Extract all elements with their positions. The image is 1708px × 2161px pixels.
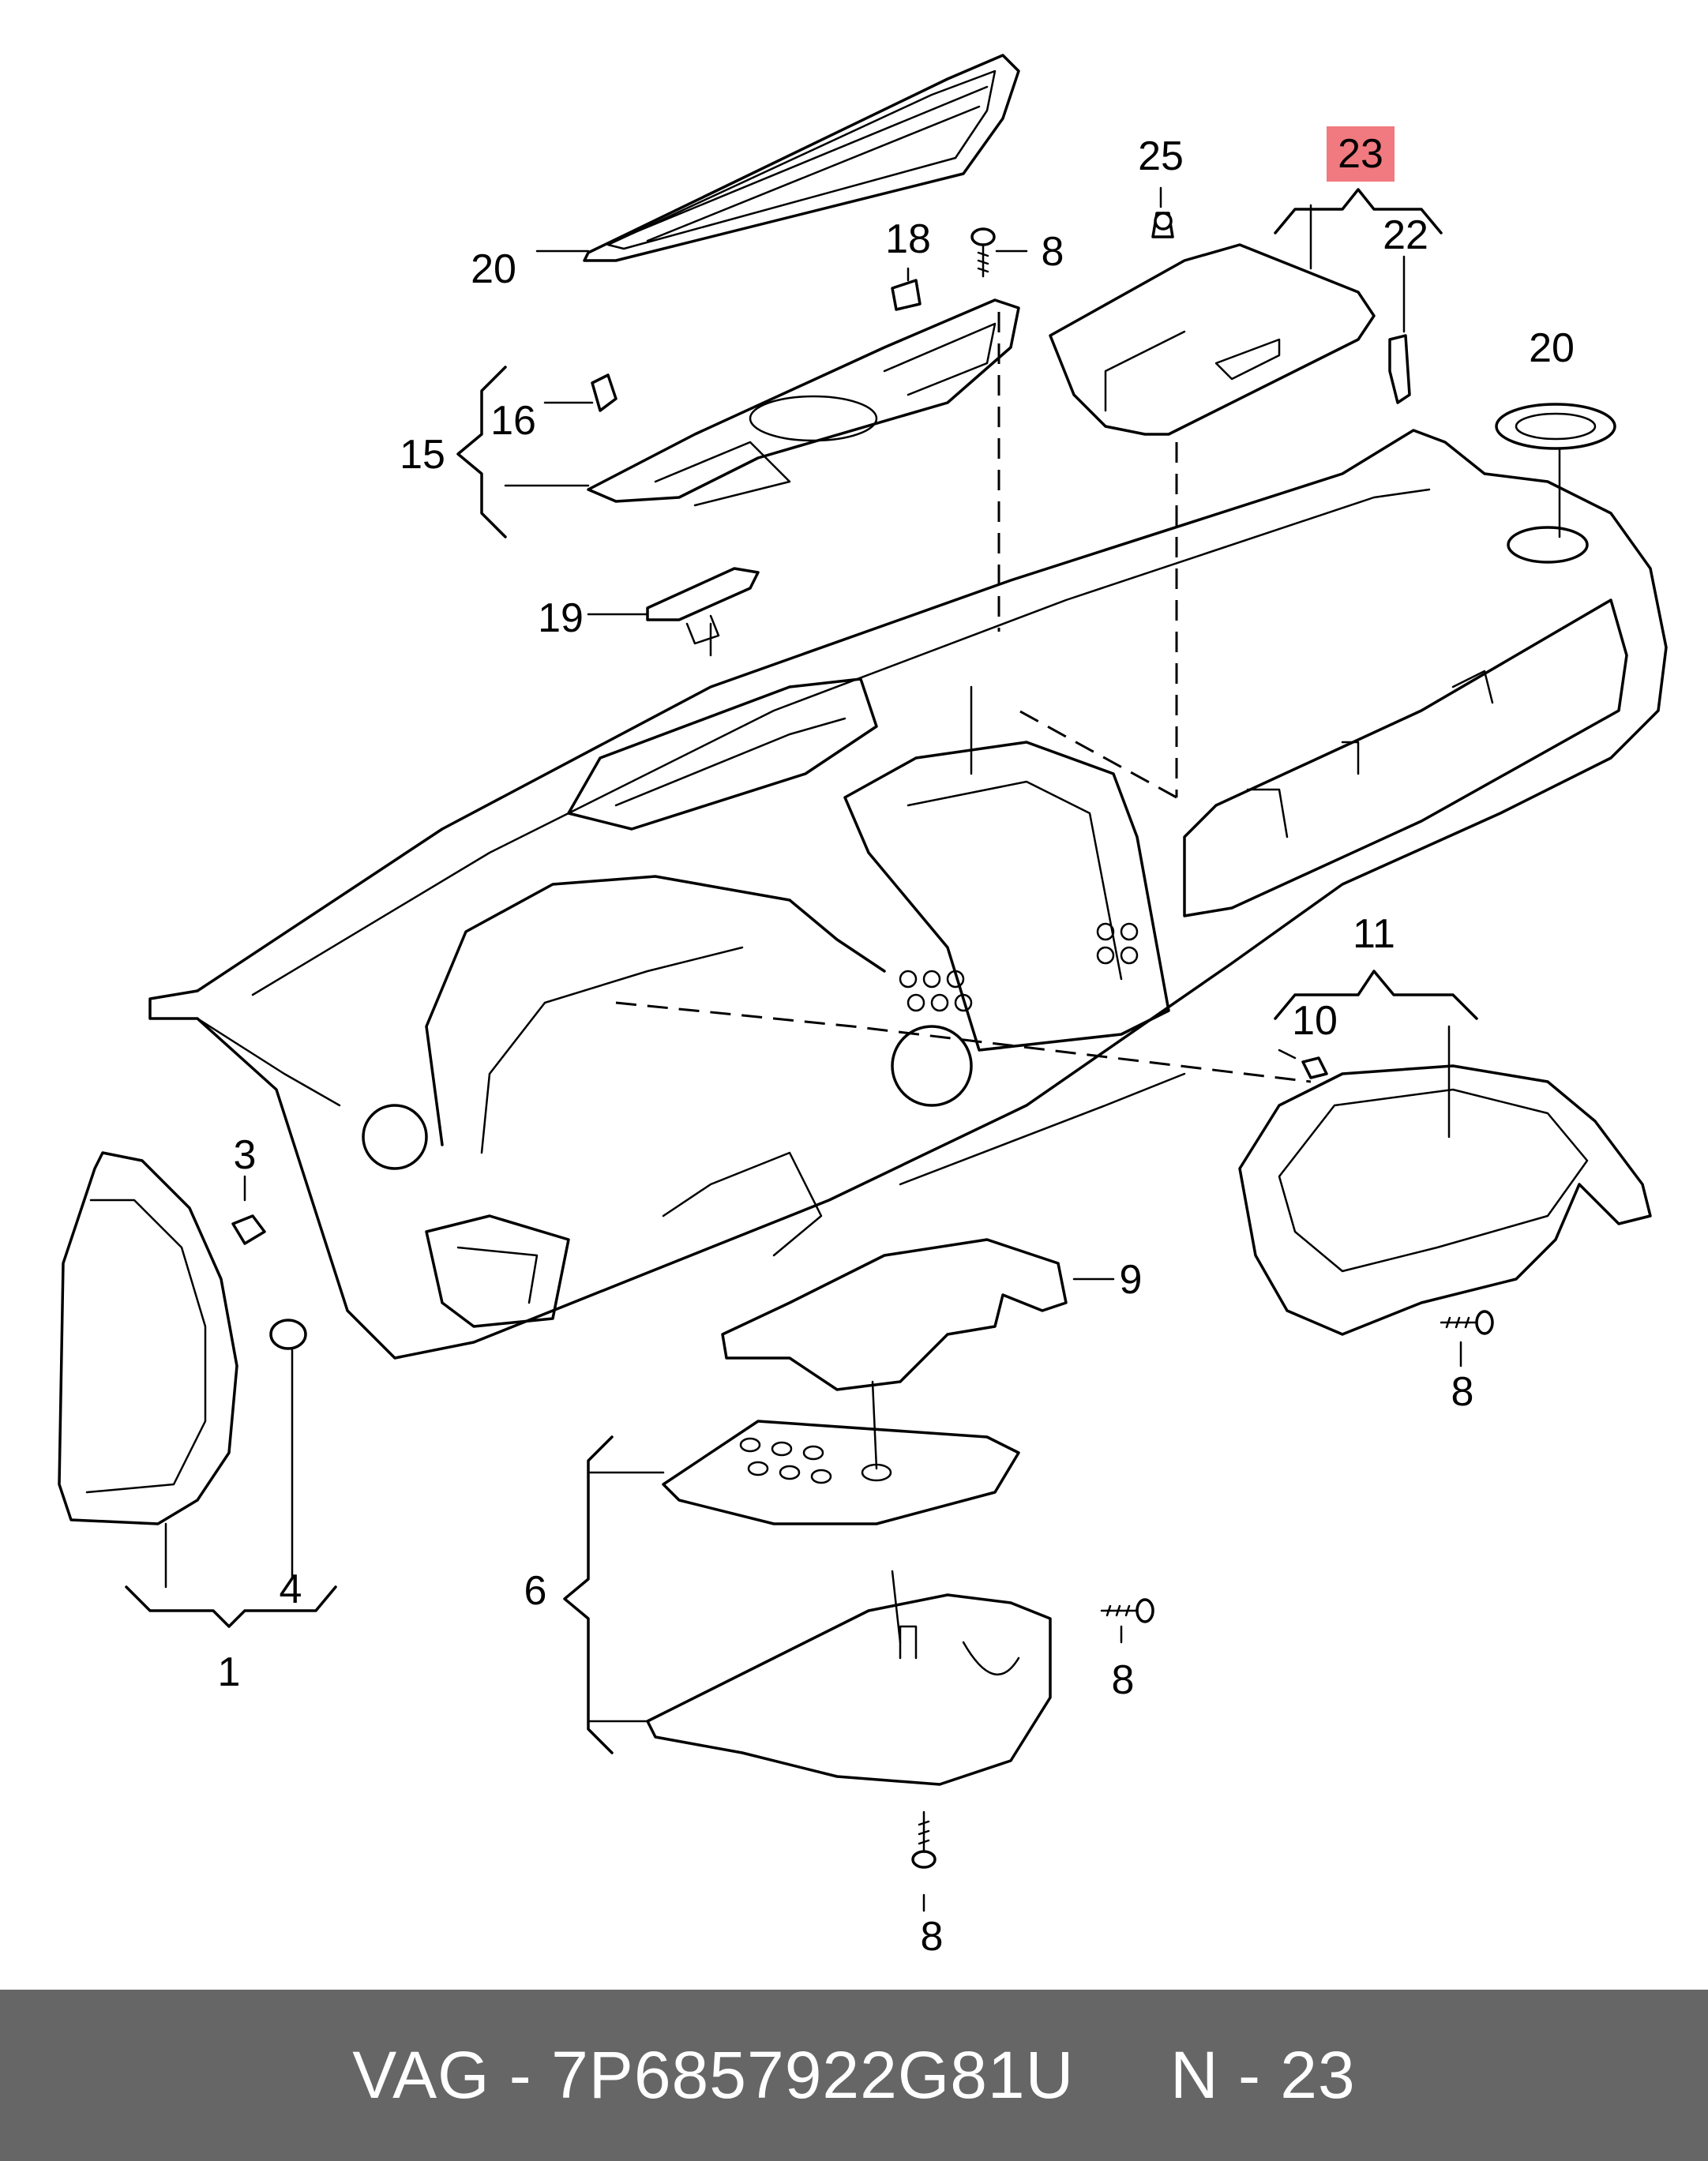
part-footer-bar: VAG - 7P6857922G81U N - 23 <box>0 1990 1708 2161</box>
callout-10: 10 <box>1292 998 1338 1044</box>
exploded-parts-diagram: 23 25 22 20 20 18 8 16 15 19 11 10 3 9 8… <box>58 54 1668 1960</box>
screws <box>911 227 1494 1869</box>
callout-16: 16 <box>490 398 536 444</box>
callout-11: 11 <box>1353 911 1395 957</box>
callout-18: 18 <box>885 216 931 262</box>
callout-8-mid: 8 <box>1112 1657 1135 1703</box>
airbag-module <box>1049 243 1376 436</box>
callout-23: 23 <box>1338 131 1383 177</box>
callout-8-top: 8 <box>1042 229 1064 275</box>
callout-8-bottom: 8 <box>921 1914 944 1960</box>
callout-25: 25 <box>1138 133 1184 179</box>
callout-20-top: 20 <box>471 246 516 292</box>
small-clips <box>591 212 1411 412</box>
callout-19: 19 <box>538 595 584 641</box>
dashboard-panel <box>148 429 1668 1360</box>
callout-4: 4 <box>280 1566 302 1612</box>
callout-15: 15 <box>400 432 445 478</box>
side-cover <box>58 1151 307 1525</box>
callout-6: 6 <box>524 1568 547 1614</box>
mounting-bracket <box>587 298 1020 507</box>
leader-lines <box>125 186 1561 1912</box>
part-number-label: VAG - 7P6857922G81U N - 23 <box>352 2038 1356 2112</box>
steering-trim-upper <box>721 1238 1068 1391</box>
callout-20-right: 20 <box>1529 325 1575 371</box>
instrument-cluster <box>1238 1056 1652 1336</box>
callout-9: 9 <box>1120 1257 1143 1303</box>
clip-part <box>646 567 760 645</box>
callout-3: 3 <box>234 1132 257 1178</box>
round-vent <box>1495 403 1616 450</box>
highlight-box-23 <box>1327 126 1395 182</box>
callout-8-right: 8 <box>1451 1369 1474 1415</box>
callout-22: 22 <box>1383 212 1428 258</box>
speaker-grille-top <box>583 54 1020 262</box>
steering-trim-lower <box>646 1420 1052 1786</box>
callout-1: 1 <box>218 1649 241 1695</box>
callouts: 23 25 22 20 20 18 8 16 15 19 11 10 3 9 8… <box>218 126 1575 1960</box>
